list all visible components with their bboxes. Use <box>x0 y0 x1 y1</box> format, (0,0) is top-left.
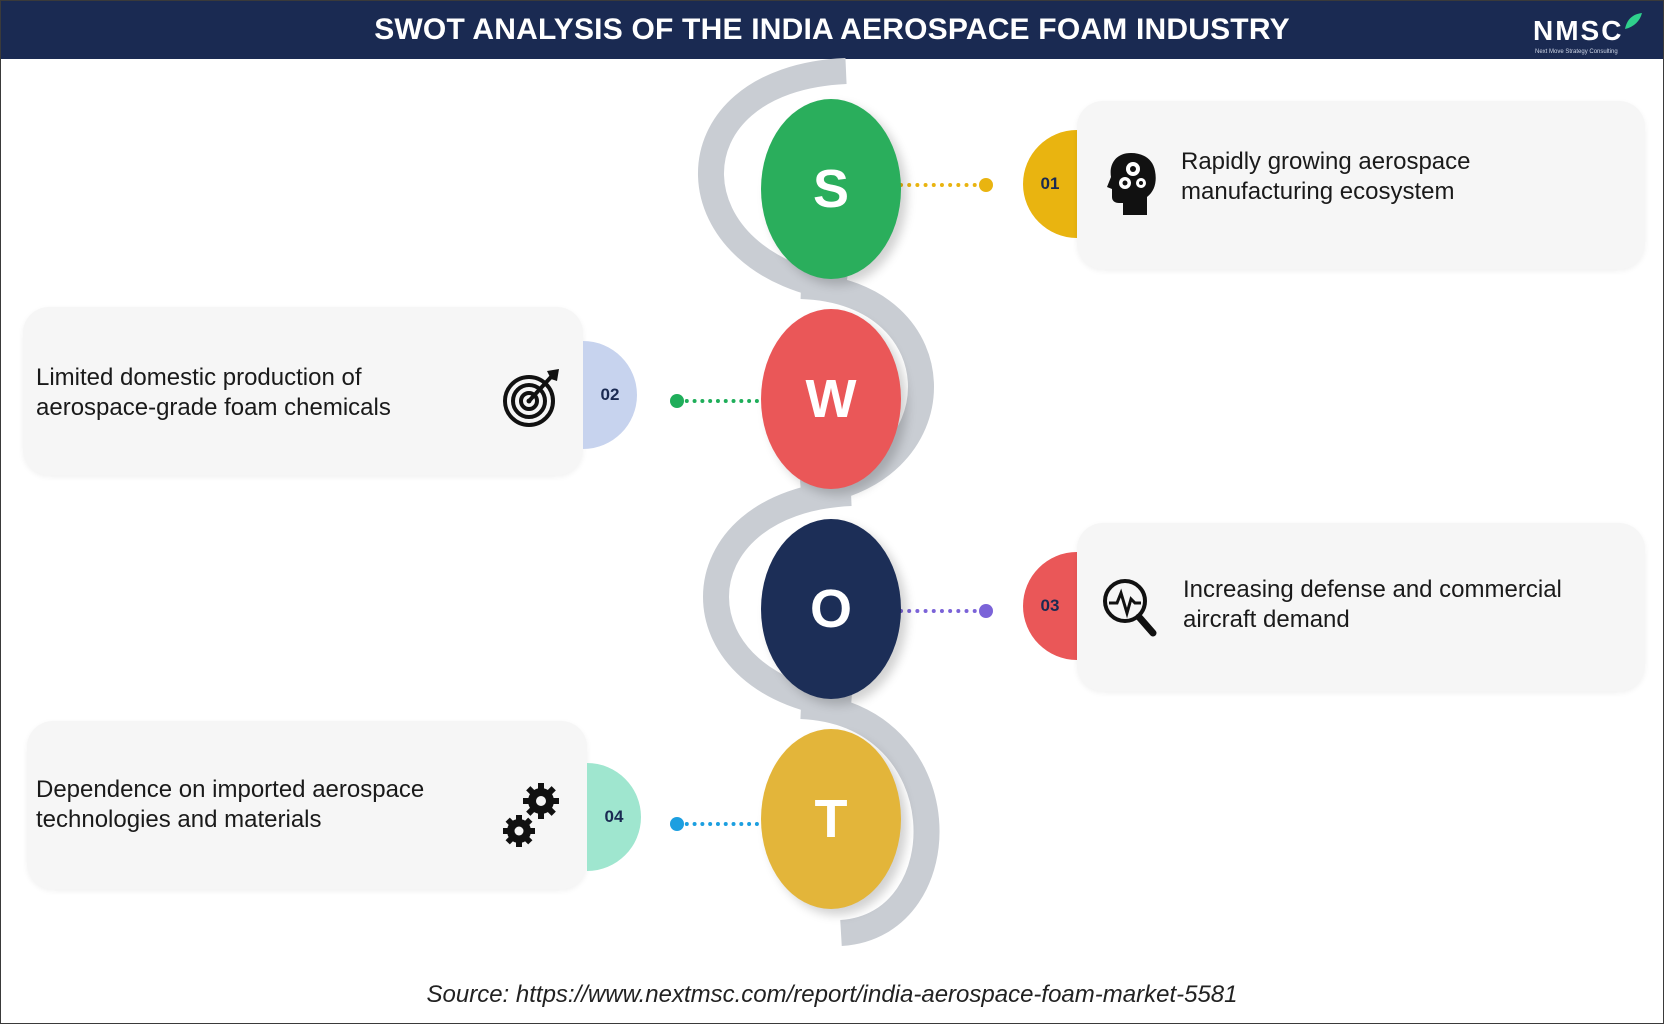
letter-circle-t: T <box>761 729 901 909</box>
head-gears-icon <box>1107 153 1156 215</box>
card-text-strength: Rapidly growing aerospace manufacturing … <box>1181 148 1471 205</box>
card-text-weakness: Limited domestic production of aerospace… <box>36 364 391 421</box>
magnifier-pulse-icon <box>1103 579 1157 637</box>
card-weakness: Limited domestic production of aerospace… <box>23 307 583 475</box>
number-02: 02 <box>600 385 620 404</box>
target-icon <box>503 369 559 427</box>
connector-dots-o <box>899 609 985 617</box>
connector-end-o <box>979 604 993 618</box>
card-threat: Dependence on imported aerospace technol… <box>27 721 587 889</box>
letter-s: S <box>812 159 850 219</box>
letter-circle-w: W <box>761 309 901 489</box>
connector-end-w <box>670 394 684 408</box>
letter-circle-o: O <box>761 519 901 699</box>
card-text-threat: Dependence on imported aerospace technol… <box>36 776 425 833</box>
connector-dots-t <box>677 822 759 830</box>
connector-dots-w <box>677 399 759 407</box>
letter-o: O <box>809 579 852 639</box>
number-01: 01 <box>1040 174 1060 193</box>
source-citation: Source: https://www.nextmsc.com/report/i… <box>426 981 1238 1008</box>
connector-end-t <box>670 817 684 831</box>
card-opportunity: Increasing defense and commercial aircra… <box>1077 523 1645 691</box>
connector-dots-s <box>899 183 985 191</box>
letter-w: W <box>805 369 857 429</box>
page-title: SWOT ANALYSIS OF THE INDIA AEROSPACE FOA… <box>374 13 1290 46</box>
letter-t: T <box>814 789 848 849</box>
card-strength: Rapidly growing aerospace manufacturing … <box>1077 101 1645 269</box>
number-04: 04 <box>604 807 624 826</box>
letter-circle-s: S <box>761 99 901 279</box>
card-text-opportunity: Increasing defense and commercial aircra… <box>1183 576 1562 633</box>
number-03: 03 <box>1040 596 1060 615</box>
logo-text: NMSC <box>1533 15 1624 46</box>
gears-icon <box>503 783 559 847</box>
connector-end-s <box>979 178 993 192</box>
nmsc-logo: NMSC Next Move Strategy Consulting <box>1533 9 1643 55</box>
leaf-icon <box>1625 13 1642 29</box>
header-bar: SWOT ANALYSIS OF THE INDIA AEROSPACE FOA… <box>1 1 1663 59</box>
logo-tagline: Next Move Strategy Consulting <box>1535 49 1618 55</box>
